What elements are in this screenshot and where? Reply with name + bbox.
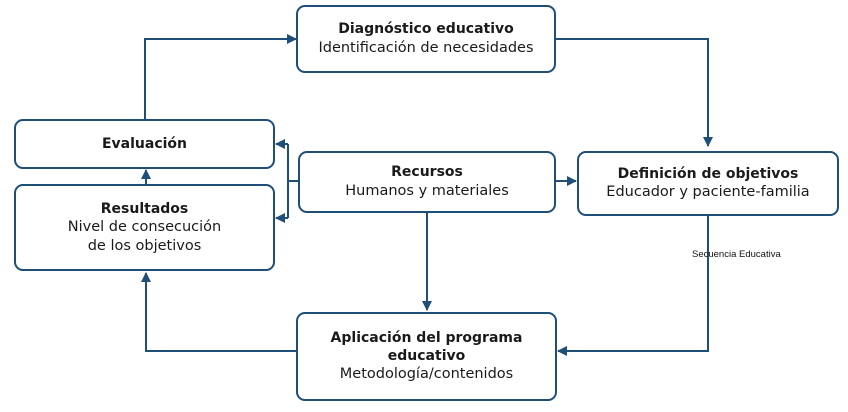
arrow-definicion-to-aplicacion bbox=[557, 216, 709, 356]
node-diagnostico: Diagnóstico educativo Identificación de … bbox=[296, 5, 556, 73]
diagram-caption: Secuencia Educativa bbox=[692, 249, 781, 260]
node-aplicacion: Aplicación del programa educativo Metodo… bbox=[296, 312, 557, 401]
node-evaluacion: Evaluación bbox=[14, 119, 275, 169]
node-diagnostico-subtitle: Identificación de necesidades bbox=[318, 39, 534, 56]
node-recursos: Recursos Humanos y materiales bbox=[298, 151, 556, 213]
node-definicion-title: Definición de objetivos bbox=[617, 165, 799, 182]
arrow-evaluacion-to-diagnostico bbox=[144, 34, 297, 119]
node-aplicacion-subtitle: Metodología/contenidos bbox=[339, 366, 514, 383]
node-evaluacion-title: Evaluación bbox=[101, 135, 188, 152]
node-resultados: Resultados Nivel de consecución de los o… bbox=[14, 184, 275, 271]
node-recursos-title: Recursos bbox=[391, 164, 463, 181]
node-recursos-subtitle: Humanos y materiales bbox=[345, 182, 509, 199]
node-aplicacion-title-line2: educativo bbox=[387, 348, 466, 365]
node-resultados-title: Resultados bbox=[100, 200, 189, 217]
arrow-aplicacion-to-resultados bbox=[141, 272, 296, 352]
node-diagnostico-title: Diagnóstico educativo bbox=[338, 21, 514, 38]
node-definicion: Definición de objetivos Educador y pacie… bbox=[577, 151, 839, 216]
node-definicion-subtitle: Educador y paciente-familia bbox=[606, 184, 810, 201]
node-resultados-line1: Nivel de consecución bbox=[67, 218, 222, 235]
node-resultados-line2: de los objetivos bbox=[87, 237, 202, 254]
node-aplicacion-title-line1: Aplicación del programa bbox=[330, 329, 523, 346]
arrow-diagnostico-to-definicion bbox=[556, 38, 713, 147]
bracket-recursos-connector bbox=[287, 144, 298, 218]
